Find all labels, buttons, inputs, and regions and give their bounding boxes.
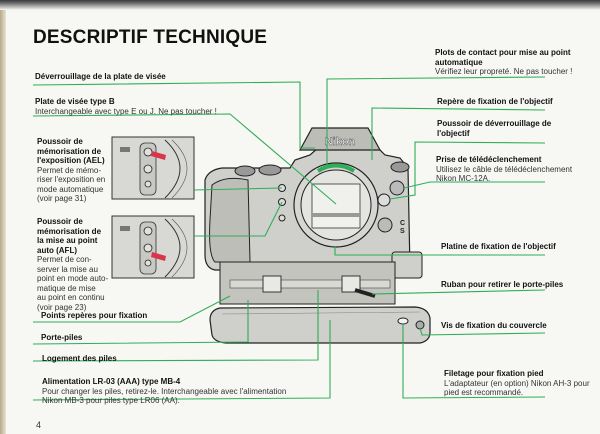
label-desc: (voir page 31) xyxy=(37,194,87,203)
label-title: Porte-piles xyxy=(41,333,83,342)
label-cover-screw: Vis de fixation du couvercle xyxy=(441,321,547,331)
label-desc: Nikon MC-12A. xyxy=(436,174,491,183)
label-desc: Vérifiez leur propreté. Ne pas toucher ! xyxy=(435,67,573,76)
page-top-shadow xyxy=(0,0,600,10)
label-battery-chamber: Logement des piles xyxy=(42,354,117,364)
afl-inset-illustration xyxy=(111,215,195,279)
svg-text:C: C xyxy=(400,220,405,227)
label-title: Plate de visée type B xyxy=(35,97,115,106)
label-title: Platine de fixation de l'objectif xyxy=(441,242,556,251)
label-title: automatique xyxy=(435,57,483,67)
label-af-contacts: Plots de contact pour mise au point auto… xyxy=(435,48,572,77)
page-number: 4 xyxy=(36,420,42,430)
label-title: la mise au point xyxy=(37,236,98,245)
label-title: Poussoir de déverrouillage de xyxy=(437,119,552,128)
label-desc: (voir page 23) xyxy=(37,302,87,312)
label-battery-holder: Porte-piles xyxy=(41,333,82,343)
page-title: DESCRIPTIF TECHNIQUE xyxy=(33,27,268,48)
ael-arrow xyxy=(151,151,166,160)
label-desc: Interchangeable avec type E ou J. Ne pas… xyxy=(35,106,217,116)
label-desc: matique de mise xyxy=(37,283,96,293)
label-title: Repère de fixation de l'objectif xyxy=(437,97,553,106)
label-desc: riser l'exposition en xyxy=(37,175,106,184)
label-title: Ruban pour retirer le porte-piles xyxy=(441,280,564,289)
label-title: Alimentation LR-03 (AAA) type MB-4 xyxy=(42,377,181,386)
label-title: Poussoir de xyxy=(37,137,83,146)
label-title: l'objectif xyxy=(437,128,470,138)
label-title: l'exposition (AEL) xyxy=(37,156,105,165)
camera-body-illustration: Nikon C S xyxy=(204,127,431,344)
label-desc: Permet de con- xyxy=(37,255,92,264)
label-lens-release: Poussoir de déverrouillage de l'objectif xyxy=(437,119,551,138)
label-title: Points repères pour fixation xyxy=(41,311,148,320)
label-title: auto (AFL) xyxy=(37,245,77,255)
label-afl-button: Poussoir de mémorisation de la mise au p… xyxy=(37,217,109,312)
label-desc: server la mise au xyxy=(37,264,98,274)
label-title: Déverrouillage de la plate de visée xyxy=(35,72,166,81)
label-desc: Pour changer les piles, retirez-le. Inte… xyxy=(42,386,287,396)
label-desc: Nikon MB-3 pour piles type LR06 (AA). xyxy=(42,396,180,405)
label-title: mémorisation de xyxy=(37,146,102,156)
label-title: Poussoir de xyxy=(37,217,83,226)
label-remote-terminal: Prise de télédéclenchement Utilisez le c… xyxy=(436,155,572,184)
label-desc: L'adaptateur (en option) Nikon AH-3 pour xyxy=(444,378,590,388)
label-desc: au point en continu xyxy=(37,293,105,302)
label-lens-mount-index: Repère de fixation de l'objectif xyxy=(437,97,553,107)
leader-lines xyxy=(32,76,546,401)
label-title: Plots de contact pour mise au point xyxy=(435,48,571,57)
label-ael-button: Poussoir de mémorisation de l'exposition… xyxy=(37,137,109,204)
label-focusing-screen: Plate de visée type B Interchangeable av… xyxy=(35,97,217,116)
label-desc: Utilisez le câble de télédéclenchement xyxy=(436,164,573,174)
label-title: Filetage pour fixation pied xyxy=(444,369,544,378)
label-viewfinder-unlock: Déverrouillage de la plate de visée xyxy=(35,72,166,82)
page-edge xyxy=(0,0,6,434)
label-desc: pied est recommandé. xyxy=(444,388,524,397)
label-title: Prise de télédéclenchement xyxy=(436,155,542,164)
label-desc: point en mode auto- xyxy=(37,274,109,283)
label-lens-mount-plate: Platine de fixation de l'objectif xyxy=(441,242,556,252)
label-desc: Permet de mémo- xyxy=(37,165,102,175)
label-title: Vis de fixation du couvercle xyxy=(441,321,547,330)
nikon-logo: Nikon xyxy=(325,136,356,148)
svg-text:S: S xyxy=(400,228,405,235)
label-tripod-socket: Filetage pour fixation pied L'adaptateur… xyxy=(444,369,590,398)
label-title: Logement des piles xyxy=(42,354,117,363)
ael-inset-illustration xyxy=(111,136,195,200)
label-title: mémorisation de xyxy=(37,226,102,236)
label-power-supply: Alimentation LR-03 (AAA) type MB-4 Pour … xyxy=(42,377,286,406)
afl-arrow xyxy=(151,252,166,261)
label-battery-ribbon: Ruban pour retirer le porte-piles xyxy=(441,280,563,290)
label-desc: mode automatique xyxy=(37,184,104,194)
label-mount-index-points: Points repères pour fixation xyxy=(41,311,147,321)
